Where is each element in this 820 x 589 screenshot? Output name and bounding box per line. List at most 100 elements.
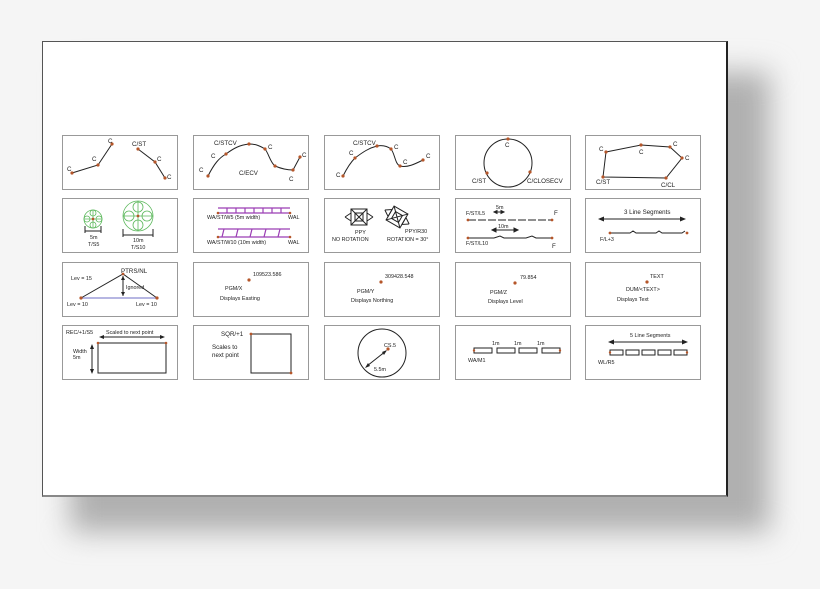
svg-text:T/S10: T/S10 (131, 245, 145, 251)
curve-diagram: C/STCV C C C C C (336, 140, 431, 179)
svg-text:C: C (685, 155, 690, 162)
wall-symbols: WA/ST/W5 (5m width) WAL WA/ST/W10 (10m w… (207, 207, 299, 246)
svg-text:C: C (302, 152, 307, 159)
svg-text:309428.548: 309428.548 (385, 274, 413, 280)
panel-ppy: PPY NO ROTATION PPY/R30 ROTATION = 30° (324, 198, 440, 253)
panel-c-cl: C C C C C/ST C/CL (585, 135, 701, 190)
five-segment-diagram: 5 Line Segments WL/R5 (598, 333, 689, 366)
svg-text:C: C (639, 149, 644, 156)
ptrs-diagram: Lev = 15 PTRS/NL Ignored Lev = 10 Lev = … (67, 268, 159, 308)
pgm-z-diagram: 79.854 PGM/Z Displays Level (488, 275, 537, 305)
svg-text:C: C (394, 144, 399, 151)
svg-text:REC/+1/S5: REC/+1/S5 (66, 330, 93, 336)
svg-text:C: C (157, 156, 162, 163)
svg-text:C/CL: C/CL (661, 182, 676, 189)
panel-rec: REC/+1/S5 Scaled to next point Width 5m (62, 325, 178, 380)
svg-text:PGM/X: PGM/X (225, 286, 243, 292)
svg-text:C: C (673, 141, 678, 148)
svg-text:Displays Northing: Displays Northing (351, 298, 393, 304)
ppy-icon (344, 208, 374, 226)
svg-text:C/ST: C/ST (472, 178, 486, 185)
ppy-rotated-icon (384, 205, 410, 229)
svg-text:C: C (67, 166, 72, 173)
fence-symbols: F/ST/L5 5m F 10m F/ST/L10 F (466, 205, 558, 250)
svg-text:WA/ST/W5 (5m width): WA/ST/W5 (5m width) (207, 215, 260, 221)
panel-wl-5seg: 5 Line Segments WL/R5 (585, 325, 701, 380)
svg-text:F/ST/L10: F/ST/L10 (466, 241, 488, 247)
pgm-x-diagram: 109523.586 PGM/X Displays Easting (220, 272, 281, 302)
curve-diagram: C/STCV C C C C/ECV C C (199, 140, 307, 183)
svg-text:F/ST/L5: F/ST/L5 (466, 211, 485, 217)
ppy-symbols: PPY NO ROTATION PPY/R30 ROTATION = 30° (332, 205, 428, 243)
svg-text:WL/R5: WL/R5 (598, 360, 614, 366)
svg-text:ROTATION = 30°: ROTATION = 30° (387, 237, 428, 243)
svg-text:C: C (108, 138, 113, 145)
svg-text:Displays Level: Displays Level (488, 299, 523, 305)
panel-pgm-y: 309428.548 PGM/Y Displays Northing (324, 262, 440, 317)
panel-c-stcv-ecv: C/STCV C C C C/ECV C C (193, 135, 309, 190)
svg-text:F: F (552, 243, 556, 250)
svg-text:109523.586: 109523.586 (253, 272, 281, 278)
wall-marker-diagram: 1m 1m 1m WA/M1 (468, 341, 562, 364)
panel-c-st: C C C C/ST C C (62, 135, 178, 190)
svg-text:5m: 5m (496, 205, 504, 211)
svg-text:F: F (554, 210, 558, 217)
svg-text:PGM/Y: PGM/Y (357, 289, 375, 295)
svg-text:C: C (211, 153, 216, 160)
tree-symbols: 5m T/S5 10m T/S10 (83, 200, 154, 251)
panel-c-stcv: C/STCV C C C C C (324, 135, 440, 190)
wall-5m-icon (218, 207, 290, 214)
wall-10m-icon (218, 228, 290, 238)
svg-text:SQR/+1: SQR/+1 (221, 331, 244, 338)
svg-text:WAL: WAL (288, 215, 299, 221)
svg-text:WA/ST/W10 (10m width): WA/ST/W10 (10m width) (207, 240, 266, 246)
svg-text:10m: 10m (133, 238, 144, 244)
svg-text:F/L+3: F/L+3 (600, 237, 614, 243)
svg-text:C/ECV: C/ECV (239, 170, 259, 177)
svg-text:C/ST: C/ST (596, 179, 610, 186)
line-segments-diagram: 3 Line Segments F/L+3 (598, 209, 689, 243)
svg-text:Lev = 10: Lev = 10 (136, 302, 157, 308)
panel-sqr: SQR/+1 Scales to next point (193, 325, 309, 380)
panel-trees: 5m T/S5 10m T/S10 (62, 198, 178, 253)
svg-text:T/S5: T/S5 (88, 242, 99, 248)
square-diagram: SQR/+1 Scales to next point (212, 331, 293, 375)
svg-text:Lev = 10: Lev = 10 (67, 302, 88, 308)
svg-text:next point: next point (212, 352, 239, 359)
circle-curve-diagram: C C/ST C/CLOSECV (472, 137, 564, 188)
panel-fence-3seg: 3 Line Segments F/L+3 (585, 198, 701, 253)
svg-text:C: C (289, 176, 294, 183)
panel-c-closecv: C C/ST C/CLOSECV (455, 135, 571, 190)
svg-text:CS.5: CS.5 (384, 343, 396, 349)
polyline-diagram: C C C C/ST C C (67, 138, 172, 181)
svg-text:C: C (336, 172, 341, 179)
svg-text:Lev = 15: Lev = 15 (71, 276, 92, 282)
panel-fence: F/ST/L5 5m F 10m F/ST/L10 F (455, 198, 571, 253)
svg-text:C: C (92, 156, 97, 163)
svg-text:5m: 5m (90, 235, 98, 241)
panel-wam: 1m 1m 1m WA/M1 (455, 325, 571, 380)
svg-text:PPY/R30: PPY/R30 (405, 229, 427, 235)
panel-pgm-x: 109523.586 PGM/X Displays Easting (193, 262, 309, 317)
svg-text:3 Line Segments: 3 Line Segments (624, 209, 670, 216)
closed-polyline-diagram: C C C C C/ST C/CL (596, 141, 690, 189)
panel-walls: WA/ST/W5 (5m width) WAL WA/ST/W10 (10m w… (193, 198, 309, 253)
panel-ptrs: Lev = 15 PTRS/NL Ignored Lev = 10 Lev = … (62, 262, 178, 317)
circle-diagram: CS.5 5.5m (357, 328, 407, 378)
panel-pgm-z: 79.854 PGM/Z Displays Level (455, 262, 571, 317)
svg-text:Scales to: Scales to (212, 344, 238, 351)
svg-text:PTRS/NL: PTRS/NL (121, 268, 148, 275)
svg-text:Displays Easting: Displays Easting (220, 296, 260, 302)
svg-text:C: C (426, 153, 431, 160)
svg-text:C/CLOSECV: C/CLOSECV (527, 178, 564, 185)
svg-text:5m: 5m (73, 355, 81, 361)
svg-text:C/STCV: C/STCV (214, 140, 238, 147)
svg-text:79.854: 79.854 (520, 275, 537, 281)
svg-text:C: C (167, 174, 172, 181)
svg-text:1m: 1m (492, 341, 500, 347)
svg-text:C: C (599, 146, 604, 153)
svg-text:C: C (349, 150, 354, 157)
svg-text:1m: 1m (514, 341, 522, 347)
svg-text:C: C (268, 144, 273, 151)
svg-text:C: C (505, 142, 510, 149)
